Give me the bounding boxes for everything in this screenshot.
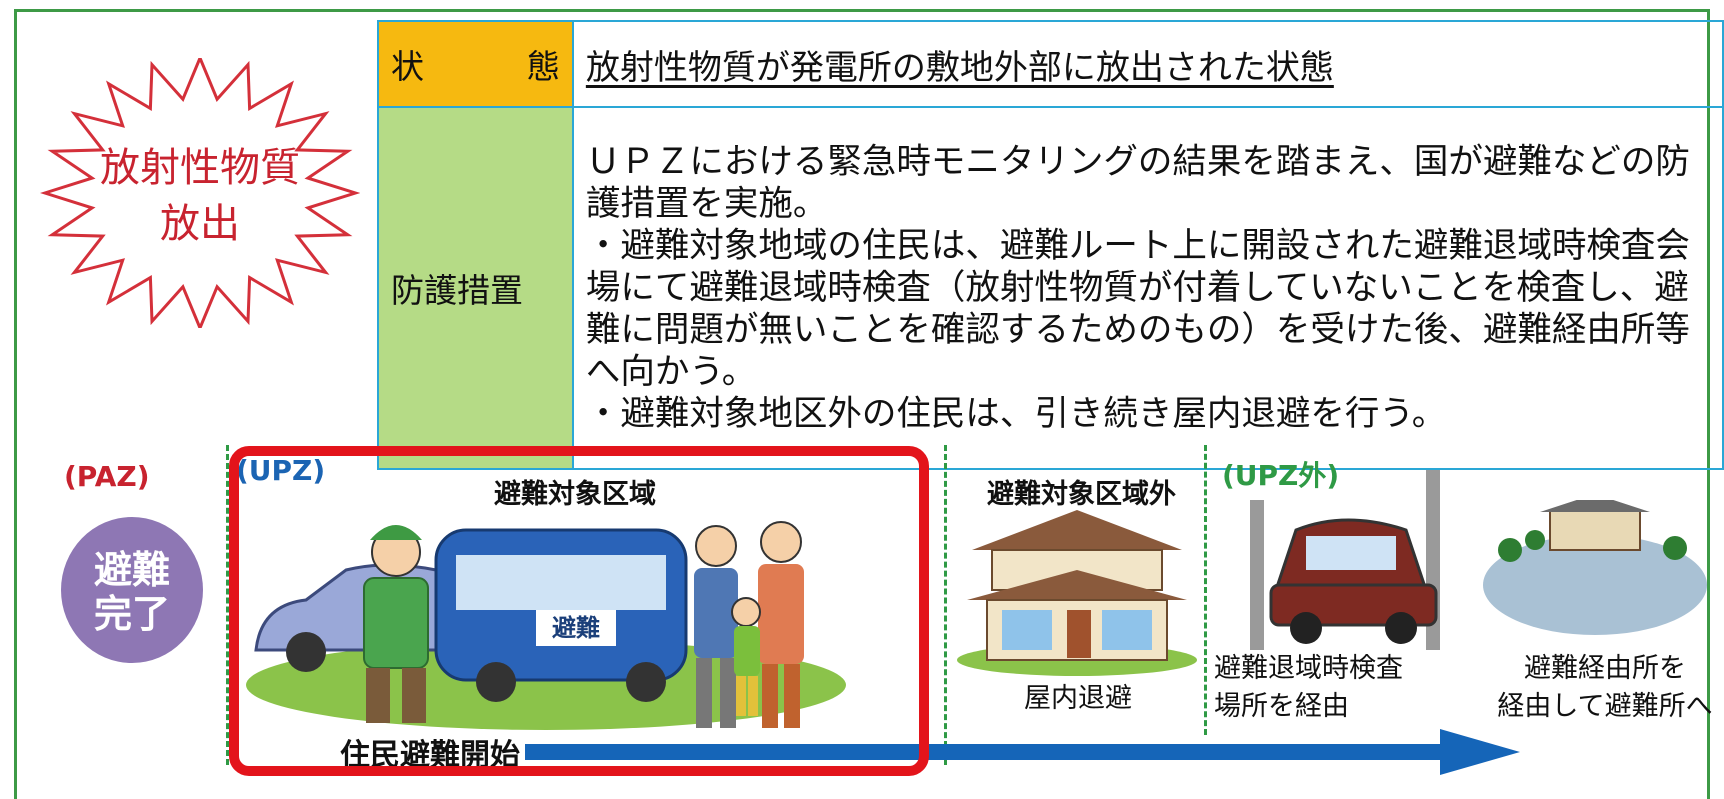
status-table: 状態 放射性物質が発電所の敷地外部に放出された状態 防護措置 ＵＰＺにおける緊急… [377, 20, 1724, 470]
release-badge-line2: 放出 [160, 201, 240, 247]
measure-text: ＵＰＺにおける緊急時モニタリングの結果を踏まえ、国が避難などの防護措置を実施。 … [571, 106, 1724, 470]
release-badge-line1: 放射性物質 [100, 145, 300, 191]
zone-divider-target [944, 445, 947, 765]
evacuation-arrow [525, 729, 1520, 775]
paz-complete-text: 避難 完了 [58, 548, 206, 636]
state-value: 放射性物質が発電所の敷地外部に放出された状態 [571, 20, 1724, 108]
measure-line-1: ＵＰＺにおける緊急時モニタリングの結果を踏まえ、国が避難などの防護措置を実施。 [585, 142, 1690, 224]
checkpoint-caption-line2: 場所を経由 [1214, 691, 1349, 722]
relay-site-icon [1483, 500, 1707, 635]
paz-label: (PAZ) [64, 460, 150, 493]
indoor-shelter-caption: 屋内退避 [1024, 683, 1132, 714]
target-area-title: 避難対象区域 [494, 479, 656, 510]
checkpoint-caption-line1: 避難退域時検査 [1214, 653, 1403, 684]
state-label-char: 態 [526, 47, 560, 86]
state-label: 状態 [391, 40, 560, 88]
outside-area-title: 避難対象区域外 [987, 479, 1176, 510]
state-label-cell: 状態 [377, 20, 574, 108]
measure-line-3: ・避難対象地区外の住民は、引き続き屋内退避を行う。 [585, 394, 1447, 434]
evacuation-illustration: 避難 [246, 521, 846, 730]
paz-complete-line1: 避難 [93, 548, 170, 592]
paz-complete-badge [61, 517, 203, 663]
relay-site-caption: 避難経由所を 経由して避難所へ [1490, 650, 1720, 726]
upz-outside-label: (UPZ外) [1222, 459, 1340, 492]
relay-site-caption-line1: 避難経由所を [1524, 653, 1686, 684]
family-icon [694, 521, 804, 728]
release-badge: 放射性物質 放出 [40, 140, 360, 252]
bus-icon: 避難 [434, 528, 688, 702]
measure-label: 防護措置 [377, 106, 574, 470]
zone-divider-upz [226, 445, 229, 765]
house-icon [957, 510, 1197, 676]
checkpoint-caption: 避難退域時検査 場所を経由 [1214, 650, 1424, 726]
measure-line-2: ・避難対象地域の住民は、避難ルート上に開設された避難退域時検査会場にて避難退域時… [585, 226, 1690, 392]
guide-person-icon [363, 525, 429, 723]
relay-site-caption-line2: 経由して避難所へ [1497, 691, 1713, 722]
checkpoint-car-icon [1250, 470, 1440, 650]
burst-badge-shape [40, 58, 360, 328]
state-label-char: 状 [391, 47, 424, 86]
bus-sign: 避難 [552, 614, 600, 642]
zone-divider-upz-outside [1204, 445, 1207, 735]
upz-label: (UPZ) [236, 454, 326, 487]
highlight-box [229, 446, 929, 776]
paz-complete-line2: 完了 [93, 592, 170, 636]
